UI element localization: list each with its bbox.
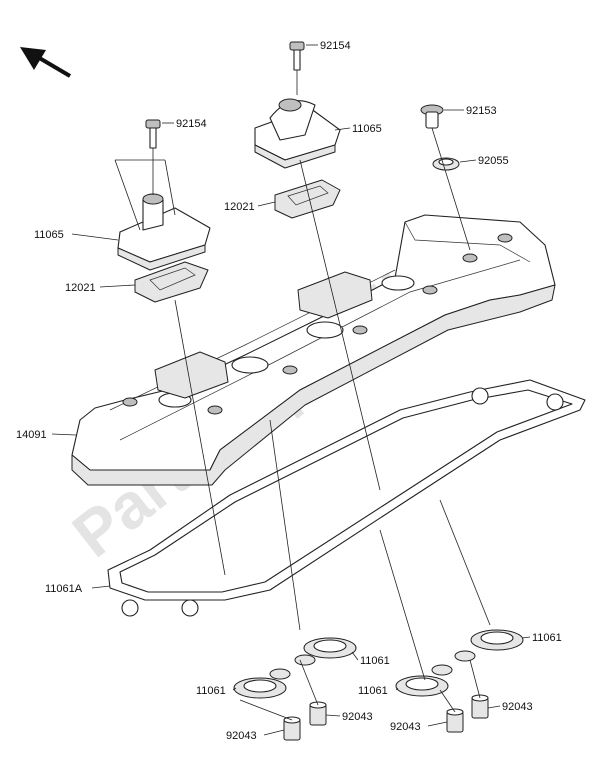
cylinder-head-cover[interactable] bbox=[71, 214, 556, 486]
label-11065-right[interactable]: 11065 bbox=[352, 123, 382, 135]
label-11061-3[interactable]: 11061 bbox=[358, 685, 388, 697]
reed-valve-right[interactable] bbox=[274, 179, 341, 219]
part-labels: 92154 92154 11065 11065 92153 92055 1202… bbox=[16, 40, 562, 742]
head-cover-gasket[interactable] bbox=[107, 379, 586, 617]
plug-seal-3[interactable] bbox=[395, 664, 453, 697]
label-12021-left[interactable]: 12021 bbox=[65, 282, 96, 294]
reed-valve-left[interactable] bbox=[134, 261, 209, 303]
arrow-front-icon bbox=[20, 47, 72, 78]
plug-seal-4[interactable] bbox=[454, 629, 524, 662]
label-92055[interactable]: 92055 bbox=[478, 155, 509, 167]
collar-1[interactable] bbox=[283, 716, 301, 741]
breather-cover-right[interactable] bbox=[254, 98, 341, 169]
collar-4[interactable] bbox=[471, 694, 489, 719]
collar-3[interactable] bbox=[446, 708, 464, 733]
label-92043-4[interactable]: 92043 bbox=[502, 701, 533, 713]
plug-seal-1[interactable] bbox=[233, 668, 291, 699]
bolt-right[interactable] bbox=[289, 41, 305, 71]
leader-lines bbox=[51, 44, 531, 736]
label-11061-2[interactable]: 11061 bbox=[360, 655, 390, 667]
label-12021-right[interactable]: 12021 bbox=[224, 201, 255, 213]
label-92043-1[interactable]: 92043 bbox=[226, 730, 257, 742]
grommet[interactable] bbox=[432, 157, 460, 171]
label-11065-left[interactable]: 11065 bbox=[34, 229, 64, 241]
bolt-left[interactable] bbox=[145, 119, 161, 149]
label-92043-3[interactable]: 92043 bbox=[390, 721, 421, 733]
label-92154-right[interactable]: 92154 bbox=[320, 40, 351, 52]
label-11061-4[interactable]: 11061 bbox=[532, 632, 562, 644]
collar-2[interactable] bbox=[309, 701, 327, 726]
label-14091[interactable]: 14091 bbox=[16, 429, 47, 441]
breather-cover-left[interactable] bbox=[117, 193, 211, 271]
label-92043-2[interactable]: 92043 bbox=[342, 711, 373, 723]
label-11061A[interactable]: 11061A bbox=[45, 583, 83, 595]
plug-seal-2[interactable] bbox=[294, 637, 357, 666]
label-11061-1[interactable]: 11061 bbox=[196, 685, 226, 697]
cap-nut[interactable] bbox=[420, 104, 444, 129]
label-92154-left[interactable]: 92154 bbox=[176, 118, 207, 130]
label-92153[interactable]: 92153 bbox=[466, 105, 497, 117]
